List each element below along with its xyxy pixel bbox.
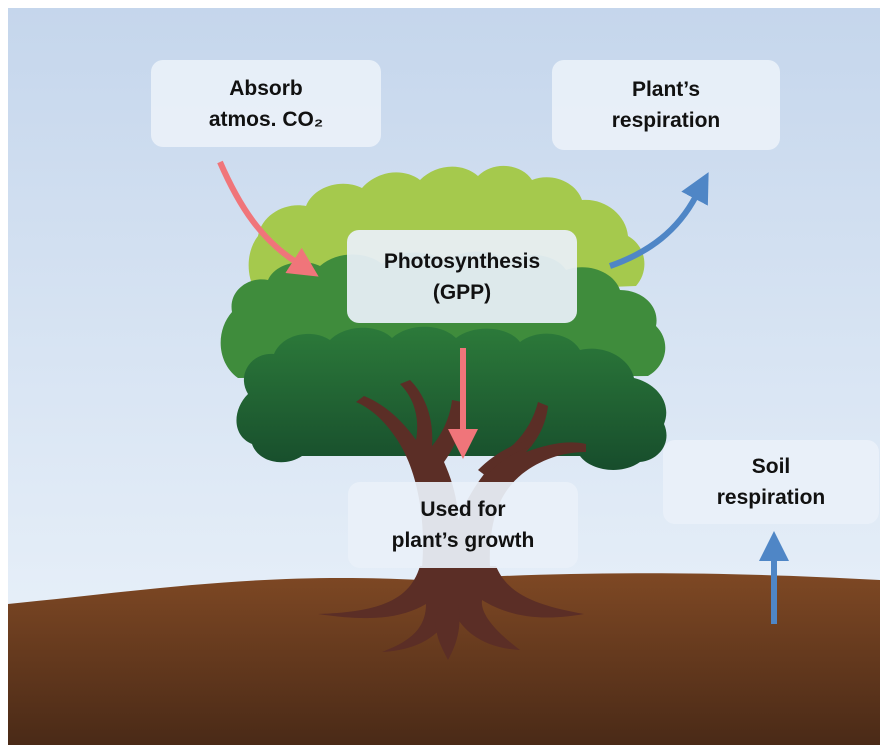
- plant-respiration-line-2: respiration: [611, 109, 721, 132]
- plant-respiration-label: Plant’s respiration: [552, 60, 780, 150]
- tree-trunk: [356, 380, 586, 568]
- soil-respiration-line-1: Soil: [751, 455, 791, 478]
- soil-respiration-line-2: respiration: [716, 486, 826, 509]
- soil-respiration-label: Soil respiration: [663, 440, 879, 524]
- plant-growth-label: Used for plant’s growth: [348, 482, 578, 568]
- co2-uptake-arrow: [217, 160, 319, 277]
- plant-respiration-line-1: Plant’s: [631, 78, 701, 101]
- photosynthesis-line-2: (GPP): [432, 280, 492, 304]
- plant-growth-line-1: Used for: [420, 498, 506, 521]
- canopy-lower-layer: [236, 326, 667, 470]
- plant-growth-line-2: plant’s growth: [391, 529, 535, 552]
- absorb-co2-line-2: atmos. CO₂: [208, 107, 324, 131]
- plant-respiration-arrow: [609, 172, 709, 269]
- soil-ground: [8, 573, 880, 745]
- photosynthesis-label: Photosynthesis (GPP): [347, 230, 577, 323]
- absorb-co2-line-1: Absorb: [229, 76, 303, 100]
- tree-roots: [318, 566, 584, 660]
- absorb-co2-label: Absorb atmos. CO₂: [151, 60, 381, 147]
- photosynthesis-line-1: Photosynthesis: [383, 249, 541, 273]
